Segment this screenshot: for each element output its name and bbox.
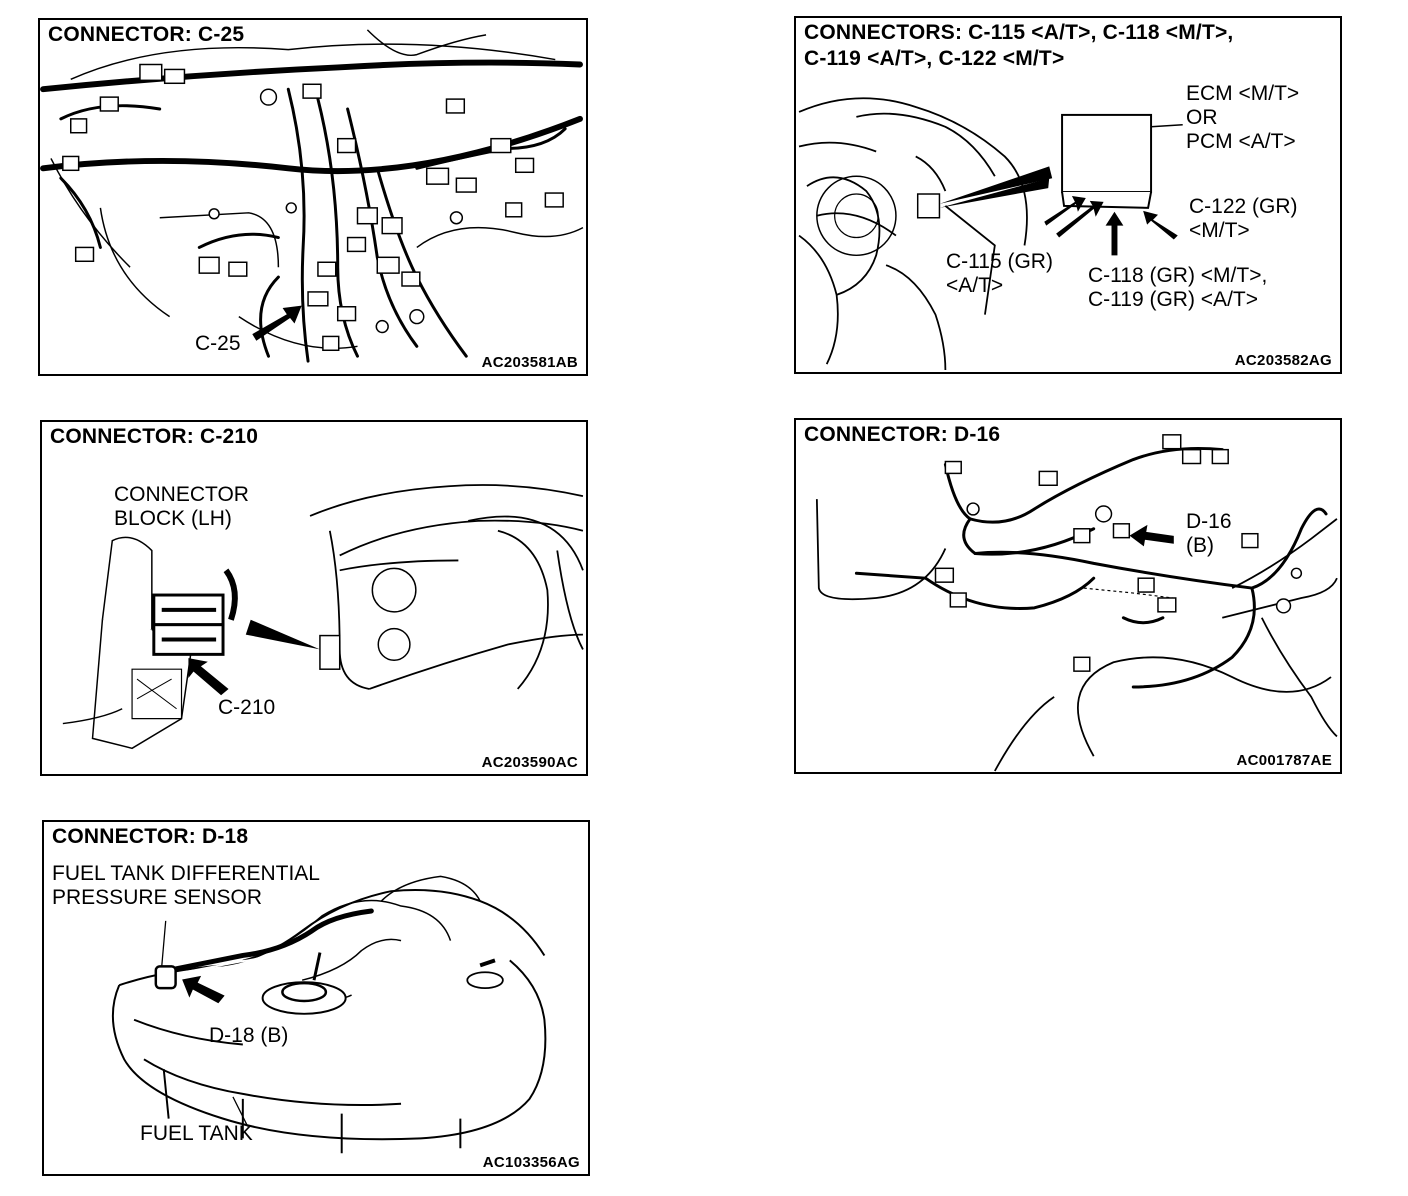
panel-title: CONNECTOR: D-18: [50, 824, 251, 849]
c25-callout-label: C-25: [195, 332, 241, 355]
ecm-location-illustration: [798, 97, 1183, 371]
panel-title-line2: C-119 <A/T>, C-122 <M/T>: [804, 47, 1065, 70]
c210-pointer-arrow: [188, 658, 229, 696]
ecm-pcm-label: ECM <M/T> OR PCM <A/T>: [1186, 82, 1300, 153]
panel-title: CONNECTOR: D-16: [802, 422, 1003, 447]
figure-code: AC203582AG: [1234, 352, 1332, 369]
c118-c119-label: C-118 (GR) <M/T>, C-119 (GR) <A/T>: [1088, 264, 1268, 311]
d16-callout-label: D-16 (B): [1186, 510, 1232, 557]
panel-title: CONNECTOR: C-25: [46, 22, 247, 47]
c210-callout-label: C-210: [218, 696, 276, 719]
c25-pointer-arrow: [252, 305, 302, 341]
c122-label: C-122 (GR) <M/T>: [1189, 195, 1298, 242]
connector-block-label: CONNECTOR BLOCK (LH): [114, 483, 249, 530]
fuel-tank-label: FUEL TANK: [140, 1122, 253, 1145]
panel-connector-c25: CONNECTOR: C-25 C-25 AC203581AB: [38, 18, 588, 376]
panel-connectors-c115: CONNECTORS: C-115 <A/T>, C-118 <M/T>, C-…: [794, 16, 1342, 374]
figure-code: AC001787AE: [1236, 752, 1332, 769]
connector-block-illustration: [62, 484, 584, 750]
panel-title: CONNECTOR: C-210: [48, 424, 261, 449]
floor-harness-illustration: [815, 434, 1338, 772]
c115-label: C-115 (GR) <A/T>: [946, 250, 1053, 297]
panel-connector-c210: CONNECTOR: C-210 CONNECTOR BLOCK (LH) C-…: [40, 420, 588, 776]
panel-connector-d16: CONNECTOR: D-16 D-16 (B) AC001787AE: [794, 418, 1342, 774]
d18-callout-label: D-18 (B): [209, 1024, 289, 1047]
figure-code: AC103356AG: [482, 1154, 580, 1171]
figure-code: AC203590AC: [481, 754, 578, 771]
fuel-tank-illustration: [111, 875, 547, 1154]
panel-title: CONNECTORS: C-115 <A/T>, C-118 <M/T>, C-…: [802, 20, 1236, 72]
d18-pointer-arrow: [182, 975, 225, 1004]
panel-connector-d18: CONNECTOR: D-18 FUEL TANK DIFFERENTIAL P…: [42, 820, 590, 1176]
pressure-sensor-label: FUEL TANK DIFFERENTIAL PRESSURE SENSOR: [52, 862, 320, 909]
dashboard-harness-illustration: [40, 29, 584, 363]
panel-title-line1: CONNECTORS: C-115 <A/T>, C-118 <M/T>,: [804, 21, 1234, 44]
d16-pointer-arrow: [1129, 524, 1174, 547]
figure-code: AC203581AB: [481, 354, 578, 371]
